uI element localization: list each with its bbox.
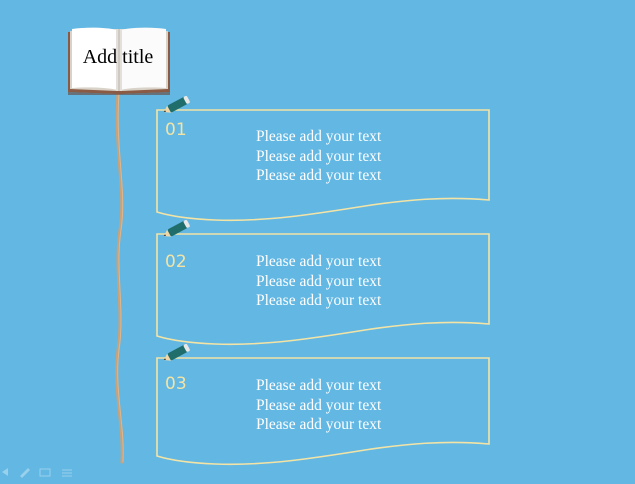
text-line: Please add your text bbox=[256, 253, 382, 270]
text-line: Please add your text bbox=[256, 128, 382, 145]
card-frame bbox=[156, 233, 490, 346]
text-card-3[interactable]: 03 Please add your text Please add your … bbox=[155, 343, 493, 472]
previous-arrow-icon bbox=[2, 468, 8, 476]
item-text[interactable]: Please add your text Please add your tex… bbox=[256, 127, 486, 186]
text-line: Please add your text bbox=[256, 147, 382, 165]
menu-icon bbox=[62, 469, 72, 477]
card-frame bbox=[156, 109, 490, 222]
pencil-icon bbox=[163, 343, 190, 361]
text-line: Please add your text bbox=[256, 396, 382, 414]
text-line: Please add your text bbox=[256, 416, 382, 433]
open-book-icon bbox=[68, 27, 170, 95]
item-number: 03 bbox=[165, 374, 187, 394]
text-line: Please add your text bbox=[256, 377, 382, 394]
pencil-icon bbox=[163, 219, 190, 237]
item-number: 02 bbox=[165, 252, 187, 272]
slides-icon bbox=[39, 468, 51, 477]
text-line: Please add your text bbox=[256, 272, 382, 290]
item-text[interactable]: Please add your text Please add your tex… bbox=[256, 376, 486, 435]
pen-icon bbox=[20, 468, 30, 478]
text-card-1[interactable]: 01 Please add your text Please add your … bbox=[155, 95, 493, 224]
slideshow-controls[interactable] bbox=[0, 466, 80, 478]
text-card-2[interactable]: 02 Please add your text Please add your … bbox=[155, 219, 493, 348]
item-text[interactable]: Please add your text Please add your tex… bbox=[256, 252, 486, 311]
card-frame bbox=[156, 357, 490, 466]
pencil-icon bbox=[163, 95, 190, 113]
text-line: Please add your text bbox=[256, 167, 382, 184]
text-line: Please add your text bbox=[256, 292, 382, 309]
item-number: 01 bbox=[165, 120, 187, 140]
slide-title[interactable]: Add title bbox=[82, 46, 154, 68]
